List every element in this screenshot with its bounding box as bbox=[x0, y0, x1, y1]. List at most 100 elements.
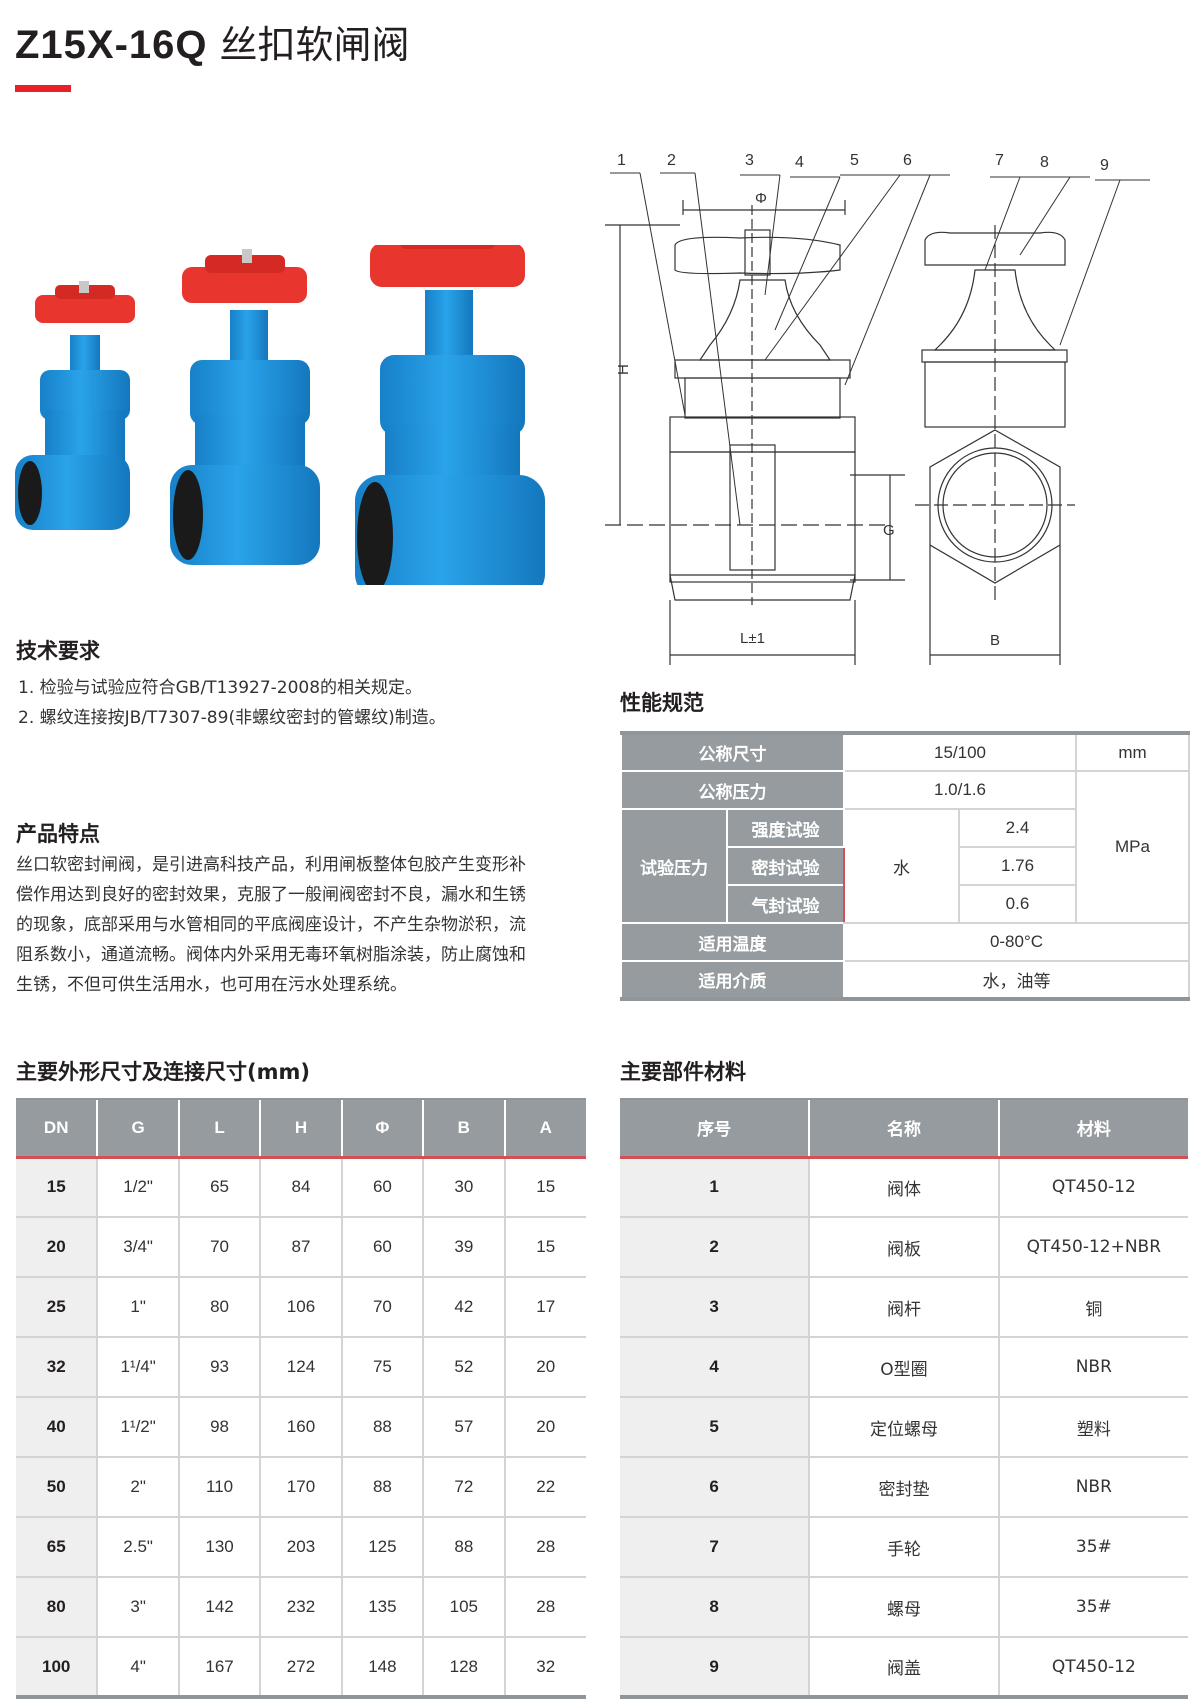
cell-phi: 60 bbox=[340, 1157, 424, 1217]
cell-phi: 88 bbox=[340, 1456, 424, 1517]
cell-h: 232 bbox=[259, 1576, 342, 1637]
cell-g: 1¹/4" bbox=[96, 1336, 179, 1397]
cell-h: 160 bbox=[259, 1396, 342, 1457]
dim-g: G bbox=[883, 522, 895, 539]
callout-5: 5 bbox=[850, 152, 859, 169]
cell-a: 22 bbox=[503, 1456, 586, 1517]
cell-a: 15 bbox=[503, 1216, 586, 1277]
cell-dn: 50 bbox=[16, 1456, 98, 1517]
valve-photo-medium bbox=[170, 249, 320, 565]
cell-h: 84 bbox=[259, 1157, 342, 1217]
cell-a: 20 bbox=[503, 1396, 586, 1457]
tech-requirement-item: 2. 螺纹连接按JB/T7307-89(非螺纹密封的管螺纹)制造。 bbox=[18, 708, 446, 728]
dim-b: B bbox=[990, 632, 1000, 649]
cell-l: 167 bbox=[177, 1636, 261, 1697]
cell-g: 1¹/2" bbox=[96, 1396, 179, 1457]
column-header: 名称 bbox=[808, 1098, 999, 1159]
cell-material: NBR bbox=[997, 1456, 1188, 1517]
cell-no: 3 bbox=[620, 1276, 810, 1337]
spec-label: 适用介质 bbox=[620, 960, 845, 1000]
column-header: DN bbox=[16, 1098, 98, 1159]
spec-value: 0.6 bbox=[958, 884, 1077, 924]
spec-value: 水，油等 bbox=[843, 960, 1190, 1000]
materials-heading: 主要部件材料 bbox=[620, 1060, 746, 1084]
column-header: 序号 bbox=[620, 1098, 810, 1159]
callout-9: 9 bbox=[1100, 157, 1109, 174]
cell-b: 72 bbox=[422, 1456, 505, 1517]
cell-g: 2" bbox=[96, 1456, 179, 1517]
column-header: B bbox=[422, 1098, 505, 1159]
cell-name: 螺母 bbox=[808, 1576, 999, 1637]
cell-material: 35# bbox=[997, 1516, 1188, 1577]
dimensions-heading: 主要外形尺寸及连接尺寸(mm) bbox=[16, 1060, 310, 1084]
cell-b: 105 bbox=[422, 1576, 505, 1637]
cell-dn: 25 bbox=[16, 1276, 98, 1337]
column-header: G bbox=[96, 1098, 179, 1159]
cell-name: 阀板 bbox=[808, 1216, 999, 1277]
spec-sublabel: 密封试验 bbox=[726, 846, 845, 886]
cell-l: 98 bbox=[177, 1396, 261, 1457]
cell-dn: 65 bbox=[16, 1516, 98, 1577]
cell-no: 1 bbox=[620, 1157, 810, 1217]
spec-value: 15/100 bbox=[843, 732, 1077, 772]
performance-table: 公称尺寸 15/100 mm 公称压力 1.0/1.6 MPa 试验压力 强度试… bbox=[620, 731, 1190, 1001]
spec-label: 公称尺寸 bbox=[620, 732, 845, 772]
cell-h: 87 bbox=[259, 1216, 342, 1277]
cell-l: 65 bbox=[177, 1157, 261, 1217]
spec-sublabel: 强度试验 bbox=[726, 808, 845, 848]
spec-row-strength-test: 试验压力 强度试验 水 2.4 bbox=[620, 808, 1189, 924]
cell-l: 110 bbox=[177, 1456, 261, 1517]
features-line: 生锈，不但可供生活用水，也可用在污水处理系统。 bbox=[16, 975, 407, 995]
cell-g: 4" bbox=[96, 1636, 179, 1697]
cell-h: 170 bbox=[259, 1456, 342, 1517]
cell-b: 57 bbox=[422, 1396, 505, 1457]
cell-dn: 100 bbox=[16, 1636, 98, 1697]
spec-row-seal-test: 密封试验 1.76 bbox=[621, 846, 1189, 886]
features-text: 丝口软密封闸阀，是引进高科技产品，利用闸板整体包胶产生变形补 偿作用达到良好的密… bbox=[16, 850, 588, 1000]
cell-h: 106 bbox=[259, 1276, 342, 1337]
cell-material: QT450-12 bbox=[997, 1636, 1188, 1697]
cell-a: 15 bbox=[503, 1157, 586, 1217]
tech-requirements-list: 1. 检验与试验应符合GB/T13927-2008的相关规定。 2. 螺纹连接按… bbox=[18, 673, 446, 733]
cell-no: 2 bbox=[620, 1216, 810, 1277]
callout-7: 7 bbox=[995, 152, 1004, 169]
cell-h: 272 bbox=[259, 1636, 342, 1697]
cell-phi: 70 bbox=[340, 1276, 424, 1337]
cell-no: 9 bbox=[620, 1636, 810, 1697]
column-header: L bbox=[177, 1098, 261, 1159]
features-line: 丝口软密封闸阀，是引进高科技产品，利用闸板整体包胶产生变形补 bbox=[16, 855, 526, 875]
front-section-view: Φ H G L±1 bbox=[605, 190, 905, 665]
cell-name: O型圈 bbox=[808, 1336, 999, 1397]
cell-l: 93 bbox=[177, 1336, 261, 1397]
performance-heading: 性能规范 bbox=[620, 691, 704, 715]
tech-requirement-item: 1. 检验与试验应符合GB/T13927-2008的相关规定。 bbox=[18, 678, 423, 698]
column-header: H bbox=[259, 1098, 342, 1159]
cell-a: 20 bbox=[503, 1336, 586, 1397]
cell-l: 142 bbox=[177, 1576, 261, 1637]
features-line: 的现象，底部采用与水管相同的平底阀座设计，不产生杂物淤积，流 bbox=[16, 915, 526, 935]
callout-1: 1 bbox=[617, 152, 626, 169]
cell-dn: 20 bbox=[16, 1216, 98, 1277]
table-header-row: DN G L H Φ B A bbox=[16, 1098, 586, 1159]
cell-name: 阀杆 bbox=[808, 1276, 999, 1337]
cell-l: 80 bbox=[177, 1276, 261, 1337]
cell-material: 塑料 bbox=[997, 1396, 1188, 1457]
cell-a: 28 bbox=[503, 1516, 586, 1577]
spec-row-medium: 适用介质 水，油等 bbox=[620, 960, 1190, 1000]
cell-phi: 75 bbox=[340, 1336, 424, 1397]
cell-dn: 80 bbox=[16, 1576, 98, 1637]
spec-row-nominal-size: 公称尺寸 15/100 mm bbox=[620, 732, 1190, 772]
tech-requirements-heading: 技术要求 bbox=[16, 639, 100, 663]
